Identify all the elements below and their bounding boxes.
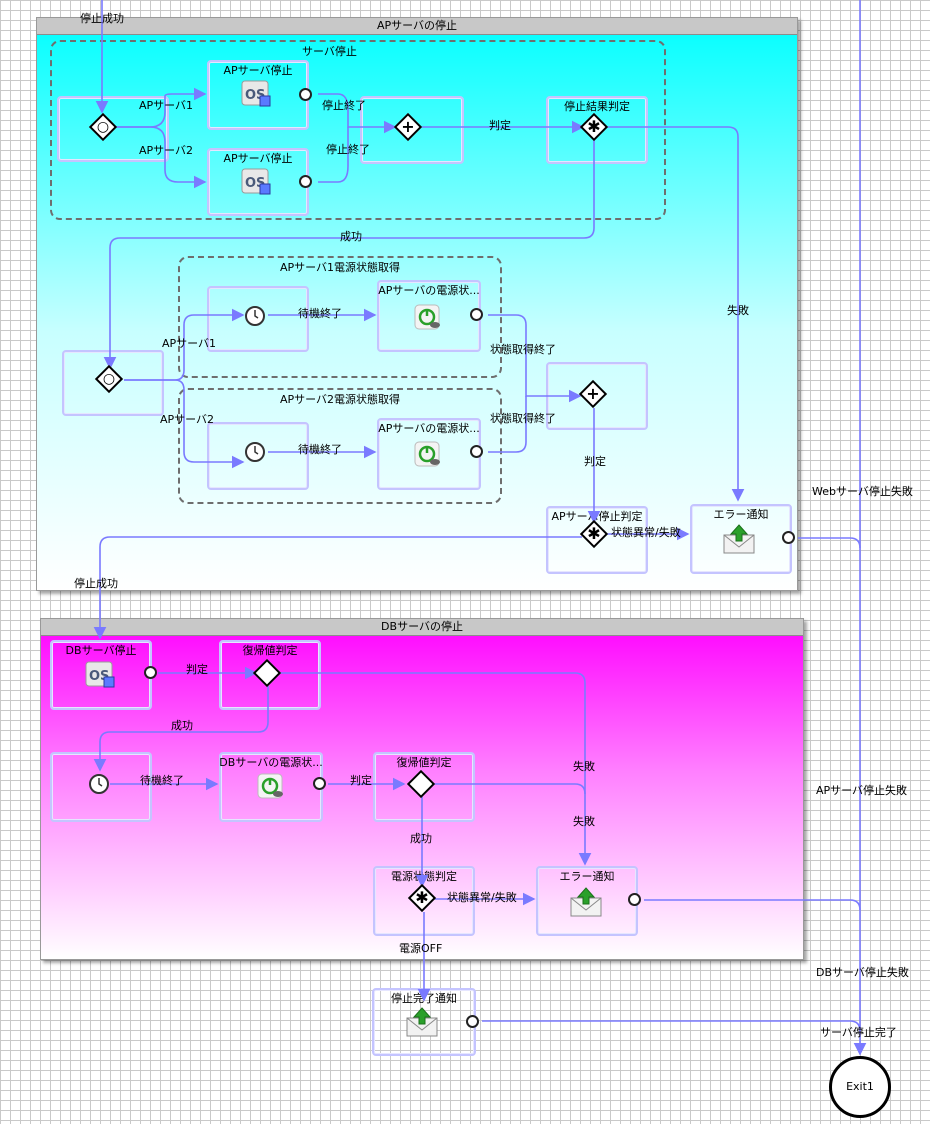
edge-label: 成功	[340, 230, 362, 243]
wait-task-1[interactable]	[207, 286, 309, 352]
mail-send-icon	[723, 524, 755, 554]
edge-label: 待機終了	[298, 307, 342, 320]
edge-label: 成功	[171, 719, 193, 732]
exit-end-node[interactable]: Exit1	[829, 1056, 891, 1118]
output-port[interactable]	[466, 1015, 479, 1028]
edge-label: 判定	[584, 455, 606, 468]
output-port[interactable]	[144, 666, 157, 679]
edge-label: 成功	[410, 832, 432, 845]
ap-stop-pool-title: APサーバの停止	[37, 18, 797, 35]
edge-label: 電源OFF	[399, 942, 443, 955]
ap-power-task-2-label: APサーバの電源状...	[378, 422, 480, 435]
output-port[interactable]	[782, 531, 795, 544]
edge-label: 判定	[186, 663, 208, 676]
power-status-icon	[414, 304, 440, 330]
os-icon: OS	[241, 168, 271, 195]
edge-label: APサーバ停止失敗	[816, 784, 908, 797]
branch-task-2[interactable]	[62, 350, 164, 416]
edge-label: 失敗	[573, 815, 595, 828]
edge-label: 失敗	[727, 304, 749, 317]
return-judge-task-1[interactable]: 復帰値判定	[219, 640, 321, 710]
edge-label: 停止終了	[326, 143, 370, 156]
os-icon: OS	[241, 80, 271, 107]
db-power-task-label: DBサーバの電源状...	[219, 756, 323, 769]
stop-result-judge-label: 停止結果判定	[564, 100, 630, 113]
ap2-power-subprocess-label: APサーバ2電源状態取得	[279, 393, 401, 406]
output-port[interactable]	[470, 308, 483, 321]
timer-icon	[89, 774, 109, 794]
edge-label: 状態取得終了	[490, 412, 556, 425]
output-port[interactable]	[313, 777, 326, 790]
return-judge-1-label: 復帰値判定	[242, 644, 298, 657]
edge-label: APサーバ1	[139, 99, 194, 112]
output-port[interactable]	[470, 445, 483, 458]
edge-label: 状態異常/失敗	[611, 526, 681, 539]
wait-task-2[interactable]	[207, 422, 309, 490]
wait-task-3[interactable]	[50, 752, 152, 822]
return-judge-2-label: 復帰値判定	[396, 756, 452, 769]
server-stop-subprocess[interactable]: サーバ停止	[50, 40, 666, 220]
edge-label: 待機終了	[298, 443, 342, 456]
error-notify-db-label: エラー通知	[559, 870, 615, 883]
edge-label: 判定	[489, 119, 511, 132]
edge-label: 停止成功	[74, 577, 118, 590]
os-icon: OS	[85, 661, 115, 688]
server-stop-subprocess-label: サーバ停止	[302, 45, 357, 58]
stop-result-judge-task[interactable]: 停止結果判定	[546, 96, 648, 164]
power-status-icon	[414, 441, 440, 467]
ap1-power-subprocess-label: APサーバ1電源状態取得	[279, 261, 401, 274]
edge-label: 停止終了	[322, 99, 366, 112]
edge-label: Webサーバ停止失敗	[812, 485, 913, 498]
edge-label: DBサーバ停止失敗	[816, 966, 909, 979]
edge-label: 失敗	[573, 760, 595, 773]
ap-stop-task-1-label: APサーバ停止	[223, 64, 293, 77]
edge-label: 状態異常/失敗	[447, 891, 517, 904]
ap1-power-subprocess[interactable]: APサーバ1電源状態取得	[178, 256, 502, 378]
db-stop-pool-title: DBサーバの停止	[41, 619, 803, 636]
edge-label: 停止成功	[80, 12, 124, 25]
output-port[interactable]	[628, 893, 641, 906]
output-port[interactable]	[299, 88, 312, 101]
timer-icon	[245, 306, 265, 326]
ap2-power-subprocess[interactable]: APサーバ2電源状態取得	[178, 388, 502, 504]
ap-stop-pool[interactable]: APサーバの停止	[36, 17, 798, 591]
edge-label: APサーバ2	[139, 144, 194, 157]
return-judge-task-2[interactable]: 復帰値判定	[373, 752, 475, 822]
db-stop-task-label: DBサーバ停止	[65, 644, 137, 657]
edge-label: APサーバ2	[160, 413, 215, 426]
edge-label: APサーバ1	[162, 337, 217, 350]
power-status-icon	[257, 773, 283, 799]
mail-send-icon	[406, 1007, 438, 1037]
ap-stop-task-2-label: APサーバ停止	[223, 152, 293, 165]
error-notify-ap-label: エラー通知	[713, 508, 769, 521]
edge-label: 判定	[350, 774, 372, 787]
edge-label: サーバ停止完了	[820, 1026, 897, 1039]
join-task-1[interactable]	[360, 96, 464, 164]
output-port[interactable]	[299, 175, 312, 188]
edge-label: 待機終了	[140, 774, 184, 787]
edge-label: 状態取得終了	[490, 343, 556, 356]
branch-task-1[interactable]	[57, 96, 169, 162]
mail-send-icon	[570, 887, 602, 917]
ap-power-task-1-label: APサーバの電源状...	[378, 284, 480, 297]
timer-icon	[245, 442, 265, 462]
